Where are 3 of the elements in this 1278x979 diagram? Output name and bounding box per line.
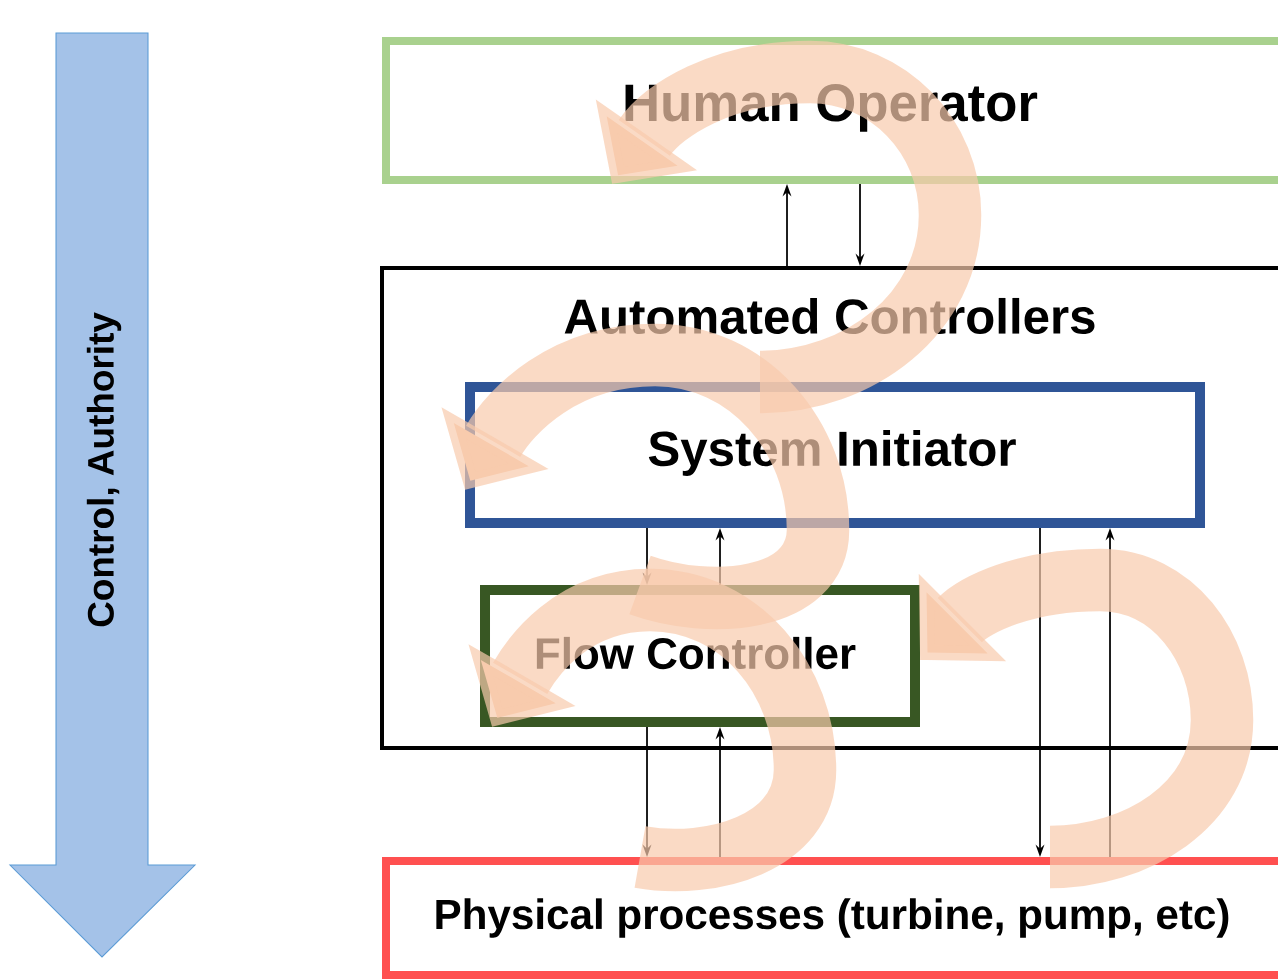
component-box: Physical processes (turbine, pump, etc)	[382, 857, 1278, 979]
axis-label: Control, Authority	[86, 312, 122, 627]
component-box: Human Operator	[382, 37, 1278, 184]
